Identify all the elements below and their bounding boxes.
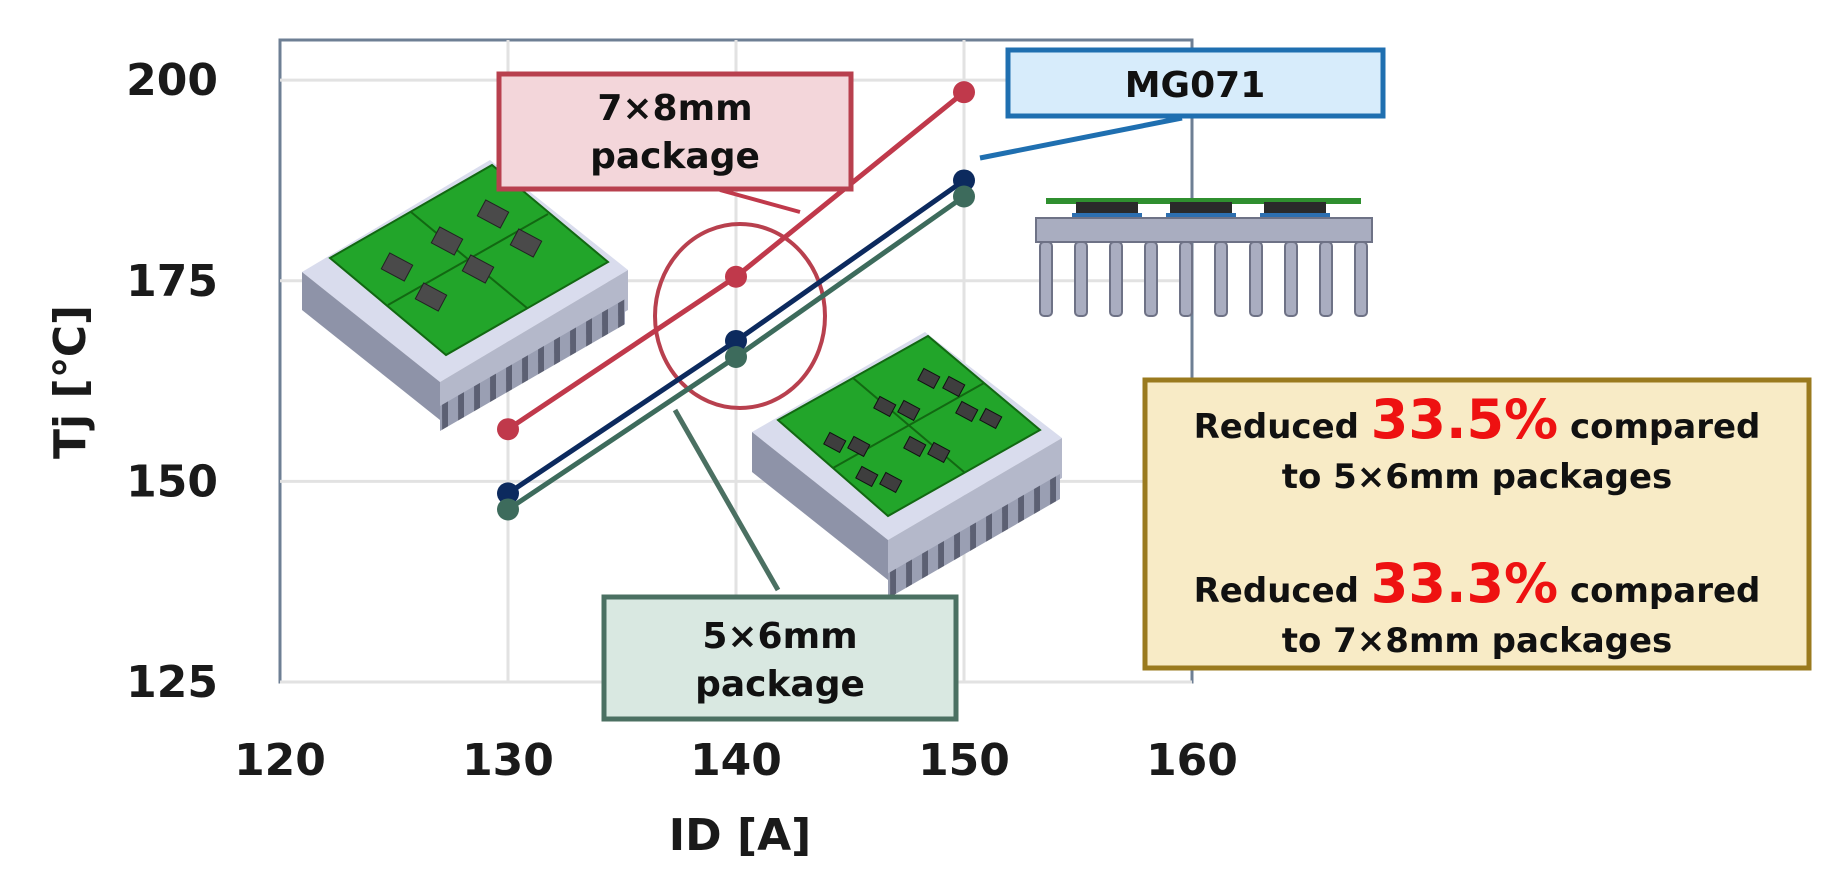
summary-line-3: Reduced 33.3% compared [1194, 552, 1761, 615]
heatsink-fin [1109, 241, 1123, 317]
heatsink-side-view [1035, 198, 1373, 317]
x-tick-label: 150 [918, 735, 1010, 786]
summary-line-4: to 7×8mm packages [1282, 621, 1673, 661]
callout-7x8-line1: 7×8mm [597, 88, 752, 129]
heatsink-fin [1319, 241, 1333, 317]
y-tick-label: 200 [126, 55, 218, 106]
y-axis-label: Tj [℃] [45, 305, 96, 459]
x-tick-label: 160 [1146, 735, 1238, 786]
data-point-5-6mm-package [725, 345, 747, 368]
heatsink-fin [1179, 241, 1193, 317]
x-tick-label: 120 [234, 735, 326, 786]
data-point-5-6mm-package [497, 498, 519, 521]
callout-7x8-line2: package [590, 136, 760, 177]
y-tick-labels: 125 150 175 200 [126, 55, 218, 708]
heatsink-fin [1249, 241, 1263, 317]
data-point-7-8mm-package [725, 265, 747, 288]
series-layer [497, 81, 975, 521]
summary-line-2: to 5×6mm packages [1282, 457, 1673, 497]
y-tick-label: 125 [126, 657, 218, 708]
y-tick-label: 175 [126, 256, 218, 307]
x-tick-label: 130 [462, 735, 554, 786]
heatsink-illustration-7x8 [302, 160, 628, 431]
callout-5x6: 5×6mm package [601, 594, 959, 722]
leader-7x8 [719, 188, 801, 214]
x-axis-label: ID [A] [669, 810, 811, 861]
callout-5x6-line1: 5×6mm [702, 616, 857, 657]
callout-mg071-label: MG071 [1125, 65, 1266, 106]
heatsink-fin [1074, 241, 1088, 317]
x-tick-label: 140 [690, 735, 782, 786]
data-point-mg071 [725, 329, 747, 352]
y-tick-label: 150 [126, 456, 218, 507]
heatsink-fin [1039, 241, 1053, 317]
heatsink-fin [1354, 241, 1368, 317]
heatsink-fin [1144, 241, 1158, 317]
summary-line-1: Reduced 33.5% compared [1194, 388, 1761, 451]
summary-box: Reduced 33.5% compared to 5×6mm packages… [1142, 377, 1812, 671]
highlight-ellipse [653, 222, 827, 410]
reduction-value-1: 33.5% [1371, 388, 1558, 451]
data-point-7-8mm-package [497, 418, 519, 441]
leader-5x6 [672, 408, 781, 592]
reduction-value-2: 33.3% [1371, 552, 1558, 615]
heatsink-illustration-5x6 [752, 332, 1062, 599]
x-tick-labels: 120 130 140 150 160 [234, 735, 1238, 786]
data-point-5-6mm-package [953, 185, 975, 208]
leader-mg071 [979, 115, 1183, 161]
data-point-mg071 [953, 169, 975, 192]
callout-7x8: 7×8mm package [496, 71, 854, 192]
callout-mg071: MG071 [1005, 47, 1386, 119]
data-point-mg071 [497, 482, 519, 505]
heatsink-fin [1284, 241, 1298, 317]
callout-5x6-line2: package [695, 664, 865, 705]
data-point-7-8mm-package [953, 81, 975, 104]
heatsink-fin [1214, 241, 1228, 317]
